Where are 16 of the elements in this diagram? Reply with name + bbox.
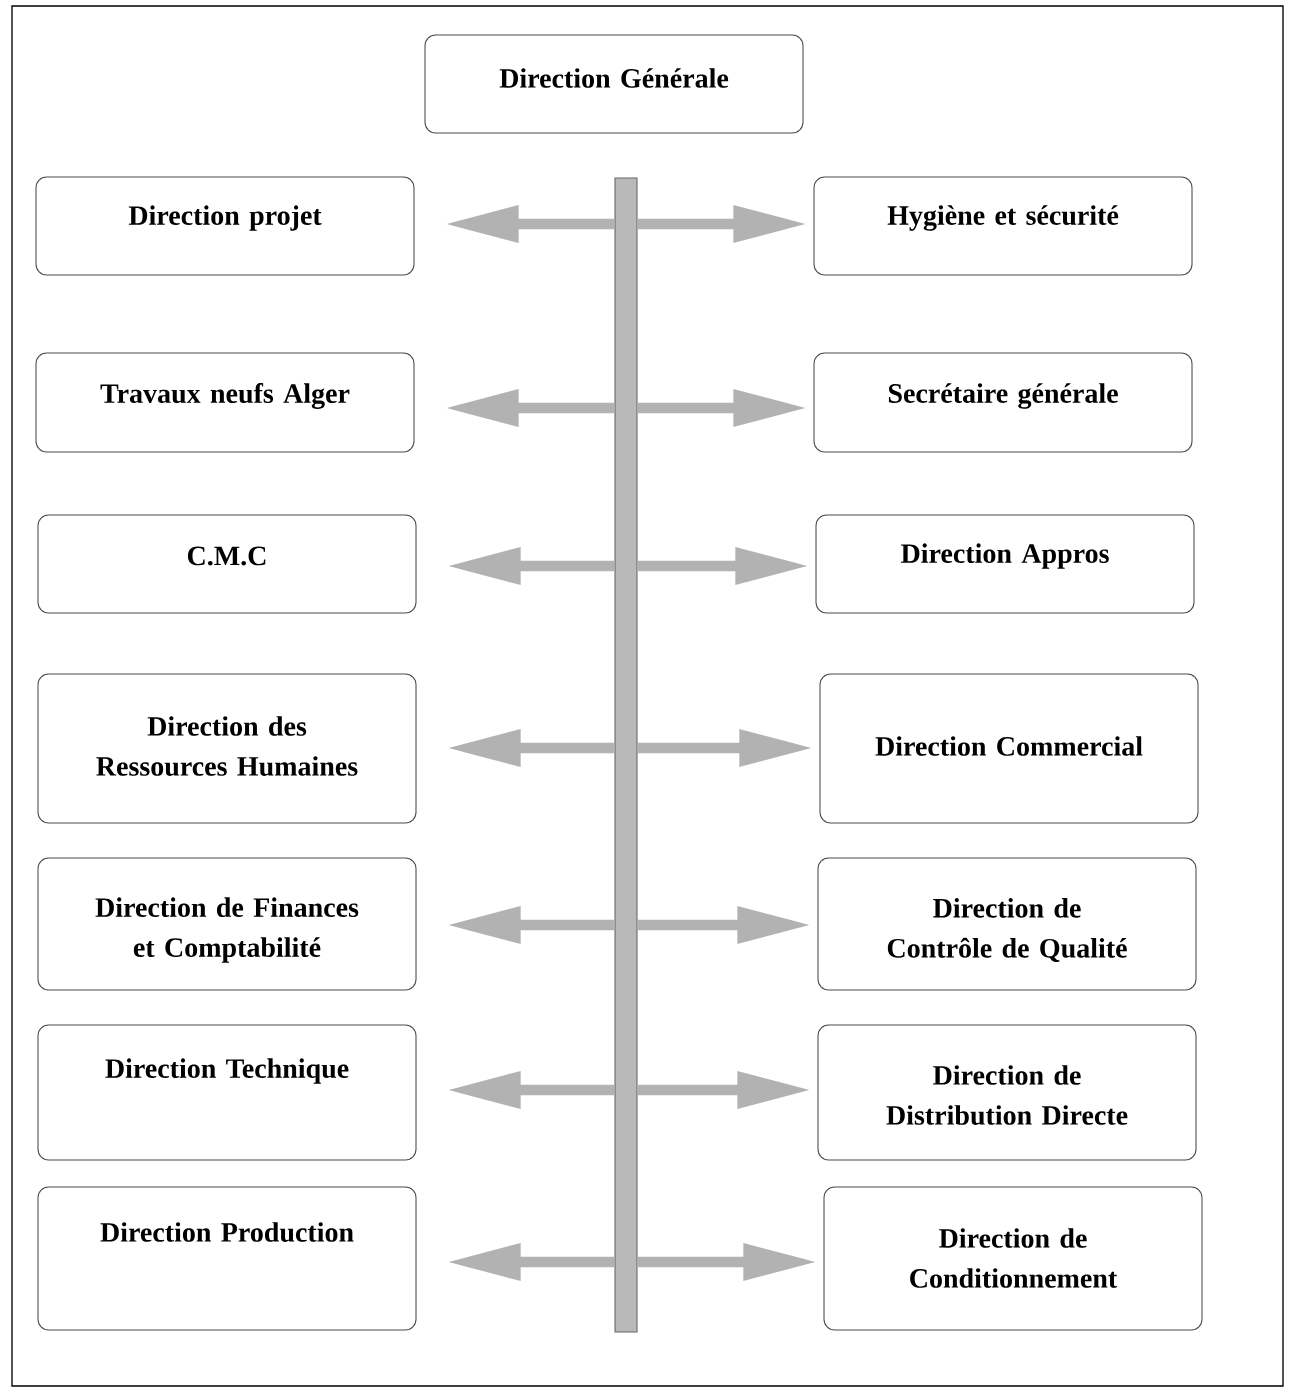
department-box: Travaux neufs Alger <box>35 352 415 453</box>
department-box: Direction de Distribution Directe <box>817 1024 1197 1161</box>
department-box: Direction Appros <box>815 514 1195 614</box>
department-box: Direction Générale <box>424 34 804 134</box>
department-box: Direction projet <box>35 176 415 276</box>
department-box: Secrétaire générale <box>813 352 1193 453</box>
department-box: Direction de Finances et Comptabilité <box>37 857 417 991</box>
department-box: Direction Commercial <box>819 673 1199 824</box>
department-box: Direction de Conditionnement <box>823 1186 1203 1331</box>
department-box: Direction de Contrôle de Qualité <box>817 857 1197 991</box>
department-box: Direction Technique <box>37 1024 417 1161</box>
vertical-bar <box>614 177 638 1333</box>
department-box: Direction Production <box>37 1186 417 1331</box>
department-box: Hygiène et sécurité <box>813 176 1193 276</box>
department-box: Direction des Ressources Humaines <box>37 673 417 824</box>
department-box: C.M.C <box>37 514 417 614</box>
